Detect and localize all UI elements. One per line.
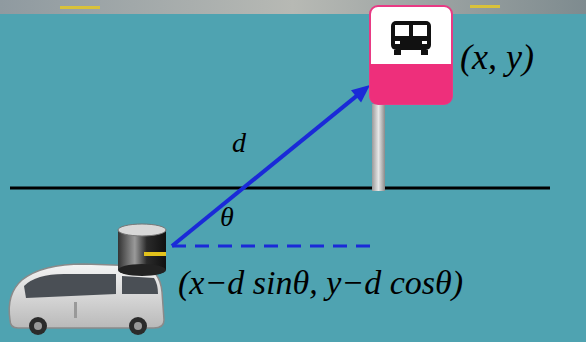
angle-label: θ — [220, 202, 234, 233]
sign-pole — [372, 104, 385, 191]
formula-label: (x−d sinθ, y−d cosθ) — [178, 264, 463, 301]
road-line — [10, 187, 550, 190]
autonomous-car: (x−d sinθ, y−d cosθ) — [4, 222, 172, 336]
distance-arrow — [172, 85, 370, 246]
photo-strip — [0, 0, 586, 14]
bus-stop-sign-shape — [368, 4, 454, 106]
distance-label: d — [232, 128, 246, 159]
arrow-line — [172, 94, 359, 246]
reference-dashed-line — [172, 245, 370, 248]
bus-stop-sign: (x, y) — [368, 4, 454, 106]
arrow-head — [351, 85, 370, 103]
road-mark — [60, 6, 100, 9]
road-mark — [470, 5, 500, 8]
point-label: (x, y) — [460, 38, 534, 78]
autonomous-car-shape — [4, 222, 172, 336]
